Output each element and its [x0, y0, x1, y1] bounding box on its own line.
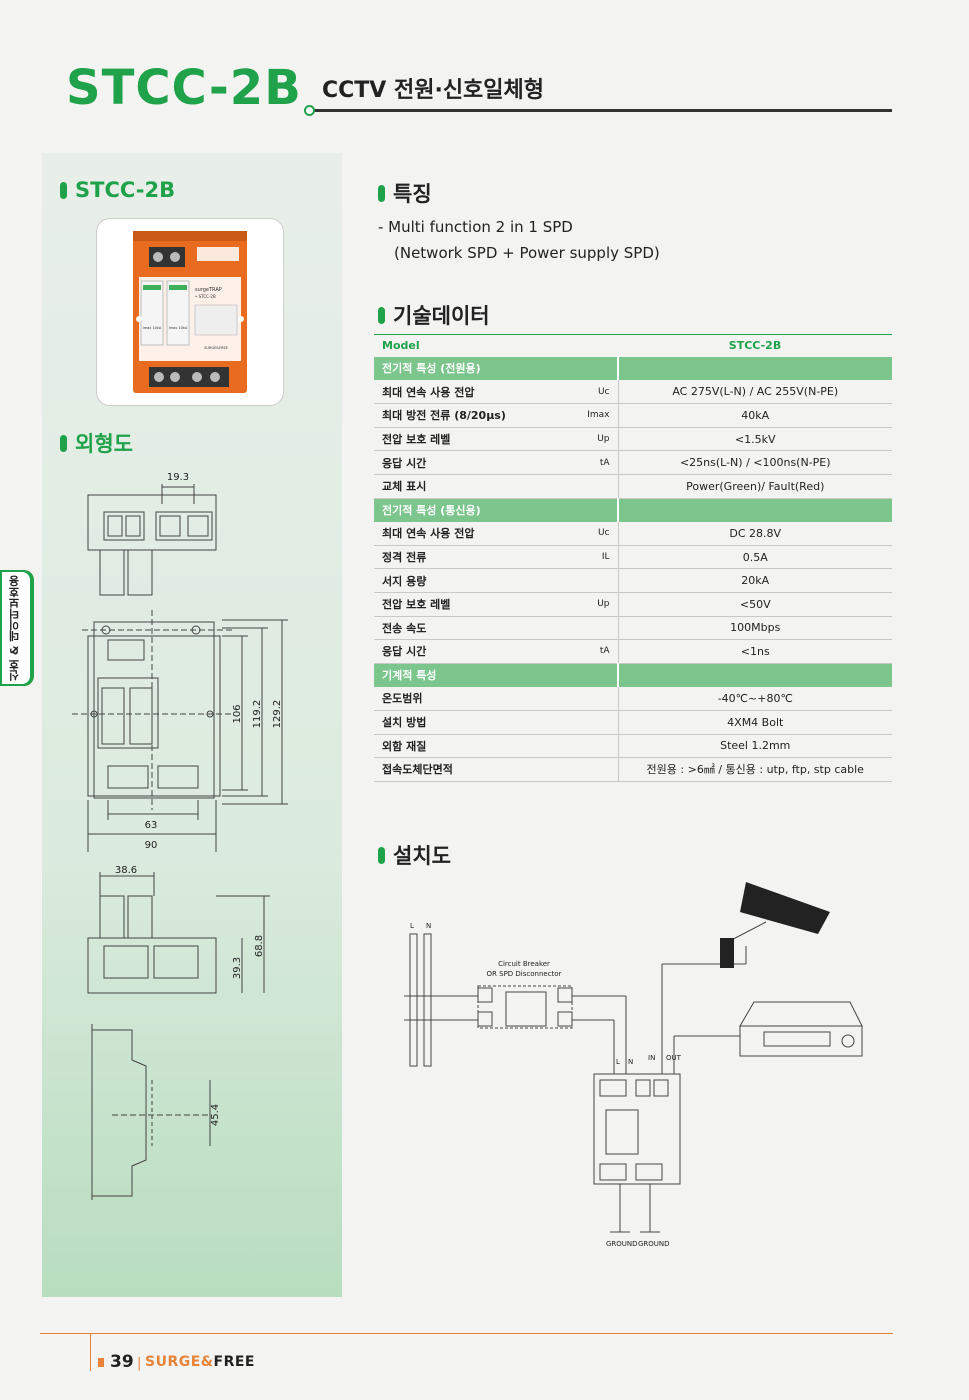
- spd-n-label: N: [628, 1058, 633, 1066]
- bullet-icon: [378, 846, 385, 864]
- install-diagram: L N Circuit Breaker OR SPD Disconnector …: [404, 882, 863, 1248]
- side-tab-inner: [2, 572, 30, 684]
- table-row: 온도범위-40℃~+80℃: [374, 686, 892, 711]
- product-photo-frame: Imax 10kA Imax 10kA surgeTRAP • STCC-2B …: [96, 218, 284, 406]
- features-heading-text: 특징: [393, 182, 432, 206]
- bullet-icon: [378, 306, 385, 324]
- header-rule-dot: [304, 105, 315, 116]
- module-left-label: Imax 10kA: [143, 326, 162, 330]
- outline-heading: 외형도: [60, 428, 133, 458]
- bullet-icon: [378, 184, 385, 202]
- dim-106: 106: [232, 704, 243, 723]
- install-heading-text: 설치도: [393, 844, 451, 868]
- dim-19-3: 19.3: [167, 472, 189, 483]
- label-n: N: [426, 922, 431, 930]
- col-value: STCC-2B: [618, 334, 892, 357]
- section-row: 전기적 특성 (전원용): [374, 356, 892, 381]
- footer-rule: [40, 1333, 893, 1334]
- brand-label: surgeTRAP: [195, 287, 222, 293]
- product-heading: STCC-2B: [60, 178, 175, 202]
- dim-63: 63: [145, 820, 158, 831]
- dim-119-2: 119.2: [252, 700, 263, 729]
- module-right-label: Imax 10kA: [169, 326, 188, 330]
- footer-vertical-rule: [90, 1333, 91, 1371]
- dim-129-2: 129.2: [272, 700, 283, 729]
- out-label: OUT: [666, 1054, 682, 1062]
- model-label: • STCC-2B: [195, 294, 216, 299]
- product-heading-text: STCC-2B: [75, 178, 176, 202]
- tech-heading-text: 기술데이터: [393, 304, 490, 328]
- side-tab-label: 신호 & 데이터보호용: [8, 575, 21, 681]
- dim-38-6: 38.6: [115, 865, 137, 876]
- bullet-icon: [60, 181, 67, 199]
- brand-logo: SURGE&FREE: [145, 1354, 255, 1370]
- col-model: Model: [374, 334, 618, 357]
- product-photo: Imax 10kA Imax 10kA surgeTRAP • STCC-2B …: [133, 231, 247, 393]
- feature-line-2: (Network SPD + Power supply SPD): [394, 244, 660, 262]
- dim-45-4: 45.4: [210, 1104, 221, 1126]
- footer-square-icon: [98, 1358, 104, 1367]
- outline-drawing: 19.3 106 119.2 129.2 63 90 38.6 39.3 68.…: [72, 472, 288, 1200]
- page-title: STCC-2B: [66, 60, 302, 116]
- section-row: 기계적 특성: [374, 663, 892, 687]
- maker-label: SURGE&FREE: [204, 346, 228, 350]
- ground-label-1: GROUND: [606, 1240, 638, 1248]
- in-label: IN: [648, 1054, 655, 1062]
- spd-l-label: L: [616, 1058, 620, 1066]
- outline-heading-text: 외형도: [75, 432, 133, 456]
- header-rule: [310, 109, 892, 112]
- footer-separator: |: [137, 1356, 142, 1371]
- label-l: L: [410, 922, 414, 930]
- bullet-icon: [60, 434, 67, 452]
- dim-90: 90: [145, 840, 158, 851]
- section-title: 기계적 특성: [374, 663, 568, 687]
- page-number: 39: [110, 1352, 134, 1372]
- tech-heading: 기술데이터: [378, 300, 490, 330]
- features-heading: 특징: [378, 178, 432, 208]
- section-row: 전기적 특성 (통신용): [374, 498, 892, 522]
- page-subtitle: CCTV 전원·신호일체형: [322, 78, 545, 103]
- feature-line-1: - Multi function 2 in 1 SPD: [378, 218, 573, 236]
- section-title: 전기적 특성 (전원용): [374, 356, 568, 381]
- install-heading: 설치도: [378, 840, 451, 870]
- breaker-label-1: Circuit Breaker: [498, 960, 550, 968]
- dim-68-8: 68.8: [254, 935, 265, 957]
- breaker-label-2: OR SPD Disconnector: [487, 970, 562, 978]
- section-title: 전기적 특성 (통신용): [374, 498, 568, 522]
- spec-header-row: Model STCC-2B: [374, 334, 892, 357]
- dim-39-3: 39.3: [232, 957, 243, 979]
- ground-label-2: GROUND: [638, 1240, 670, 1248]
